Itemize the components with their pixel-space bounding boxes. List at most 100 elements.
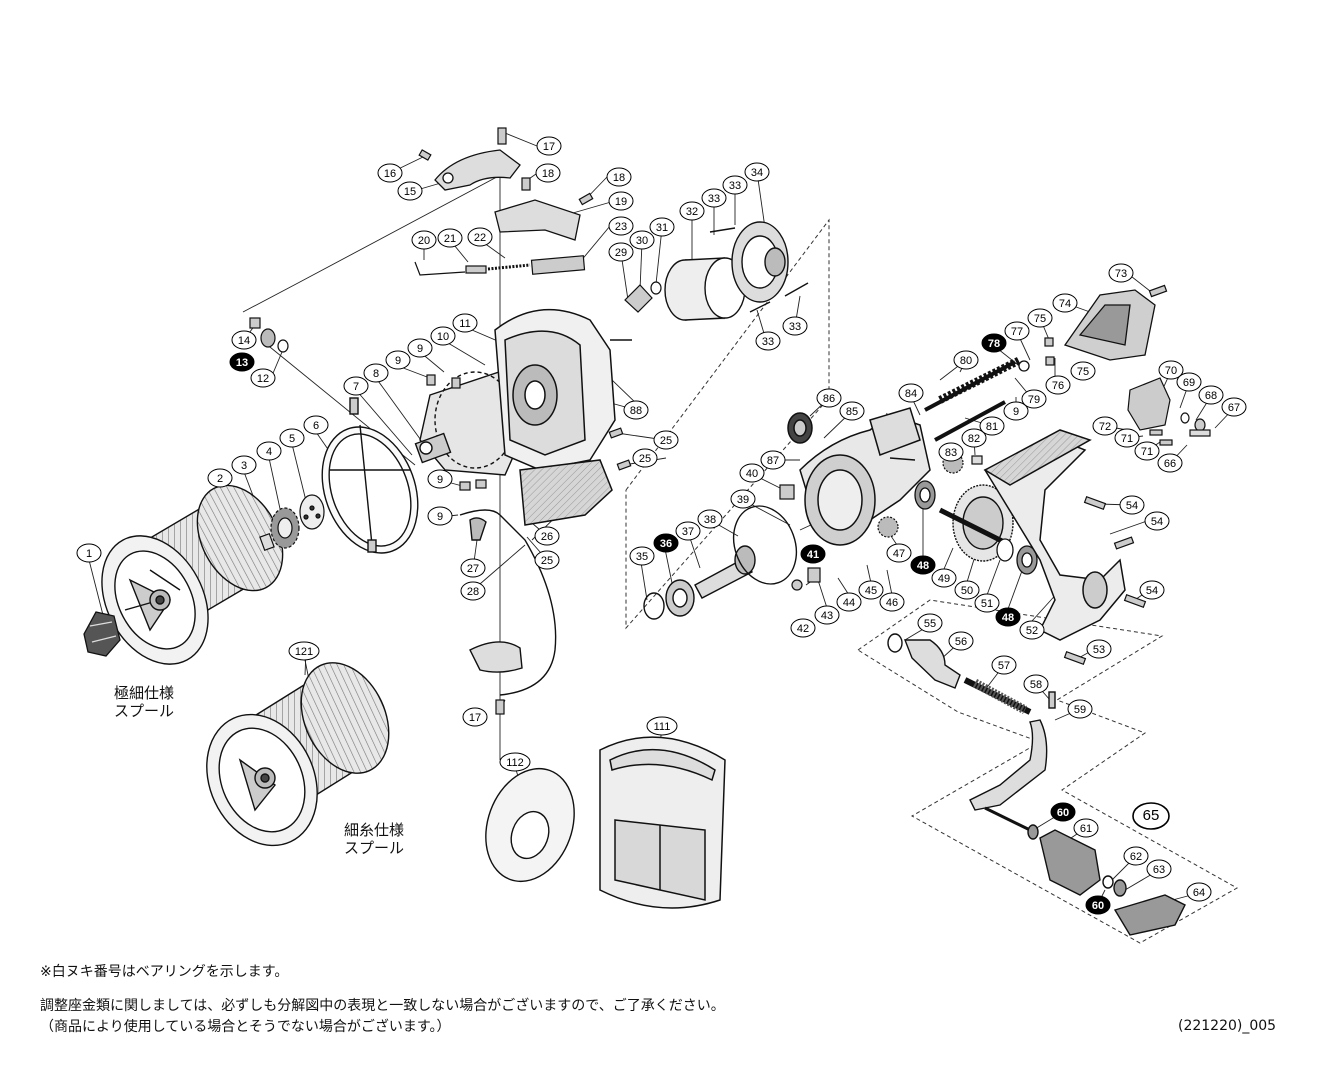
callout-11: 11: [452, 313, 478, 333]
parts-20-23: [414, 255, 586, 276]
callout-number: 33: [762, 336, 774, 348]
callout-number: 36: [660, 538, 672, 550]
shim-note-1: 調整座金類に関しましては、必ずしも分解図中の表現と一致しない場合がございますので…: [40, 998, 725, 1014]
callout-13: 13: [229, 352, 255, 372]
callout-62: 62: [1123, 846, 1149, 866]
callout-number: 9: [437, 511, 443, 523]
callout-number: 60: [1057, 807, 1069, 819]
callout-85: 85: [839, 401, 865, 421]
callout-number: 74: [1059, 298, 1071, 310]
bail-arm-15: [434, 149, 521, 191]
callout-9: 9: [407, 338, 433, 358]
callout-26: 26: [534, 526, 560, 546]
callout-53: 53: [1086, 639, 1112, 659]
callout-36: 36: [653, 533, 679, 553]
callout-81: 81: [979, 416, 1005, 436]
callout-number: 76: [1052, 380, 1064, 392]
callout-number: 79: [1028, 394, 1040, 406]
callout-number: 60: [1092, 900, 1104, 912]
callout-15: 15: [397, 181, 423, 201]
callout-number: 2: [217, 473, 223, 485]
callout-2: 2: [207, 468, 233, 488]
callout-number: 64: [1193, 887, 1205, 899]
bail-wire-28: [459, 509, 557, 696]
callout-79: 79: [1021, 389, 1047, 409]
callout-54: 54: [1144, 511, 1170, 531]
callout-68: 68: [1198, 385, 1224, 405]
callout-88: 88: [623, 400, 649, 420]
callout-43: 43: [814, 605, 840, 625]
callout-number: 17: [469, 712, 481, 724]
callout-number: 87: [767, 455, 779, 467]
callout-16: 16: [377, 163, 403, 183]
callout-number: 82: [968, 433, 980, 445]
callout-57: 57: [991, 655, 1017, 675]
callout-number: 25: [639, 453, 651, 465]
callout-112: 112: [499, 752, 531, 772]
callout-number: 62: [1130, 851, 1142, 863]
callout-number: 3: [241, 460, 247, 472]
callout-31: 31: [649, 217, 675, 237]
bearing-note: ※白ヌキ番号はベアリングを示します。: [40, 964, 289, 980]
callout-number: 50: [961, 585, 973, 597]
callout-52: 52: [1019, 620, 1045, 640]
callout-28: 28: [460, 581, 486, 601]
callout-18: 18: [535, 163, 561, 183]
callout-80: 80: [953, 350, 979, 370]
callout-23: 23: [608, 216, 634, 236]
callout-41: 41: [800, 544, 826, 564]
callout-number: 54: [1146, 585, 1158, 597]
callout-14: 14: [231, 330, 257, 350]
callout-number: 35: [636, 551, 648, 563]
housing-34: [709, 221, 809, 313]
ring-32: [664, 257, 746, 321]
callout-9: 9: [427, 469, 453, 489]
callout-17: 17: [536, 136, 562, 156]
rotor-6: [321, 397, 419, 554]
callout-number: 88: [630, 405, 642, 417]
callout-33: 33: [782, 316, 808, 336]
callout-34: 34: [744, 162, 770, 182]
callout-number: 43: [821, 610, 833, 622]
part-callouts: 1234567899101199272826252525881413121615…: [76, 136, 1247, 915]
pinion-36-38: [643, 505, 798, 620]
callout-77: 77: [1004, 321, 1030, 341]
callout-76: 76: [1045, 375, 1071, 395]
callout-71: 71: [1114, 428, 1140, 448]
diagram-code: (221220)_005: [1178, 1018, 1277, 1034]
spool-label-ultra-fine-line1: 極細仕様: [114, 684, 175, 702]
worm-shaft-79-81: [924, 356, 1030, 442]
callout-number: 53: [1093, 644, 1105, 656]
callout-3: 3: [231, 455, 257, 475]
callout-65: 65: [1132, 802, 1170, 830]
callout-number: 61: [1080, 823, 1092, 835]
callout-number: 45: [865, 585, 877, 597]
callout-number: 26: [541, 531, 553, 543]
callout-number: 21: [444, 233, 456, 245]
callout-48: 48: [995, 607, 1021, 627]
callout-number: 1: [86, 548, 92, 560]
callout-number: 39: [737, 494, 749, 506]
callout-number: 55: [924, 618, 936, 630]
callout-87: 87: [760, 450, 786, 470]
callout-number: 32: [686, 206, 698, 218]
callout-60: 60: [1085, 895, 1111, 915]
callout-71: 71: [1134, 441, 1160, 461]
callout-number: 10: [437, 331, 449, 343]
callout-number: 57: [998, 660, 1010, 672]
callout-70: 70: [1158, 360, 1184, 380]
callout-number: 25: [541, 555, 553, 567]
callout-number: 9: [395, 355, 401, 367]
parts-29-31: [624, 281, 662, 313]
handle-assembly: [887, 633, 1186, 936]
callout-number: 85: [846, 406, 858, 418]
callout-number: 42: [797, 623, 809, 635]
callout-number: 56: [955, 636, 967, 648]
callout-number: 40: [746, 468, 758, 480]
callout-number: 52: [1026, 625, 1038, 637]
callout-number: 7: [353, 381, 359, 393]
callout-number: 31: [656, 222, 668, 234]
callout-29: 29: [608, 242, 634, 262]
callout-number: 5: [289, 433, 295, 445]
callout-number: 22: [474, 232, 486, 244]
